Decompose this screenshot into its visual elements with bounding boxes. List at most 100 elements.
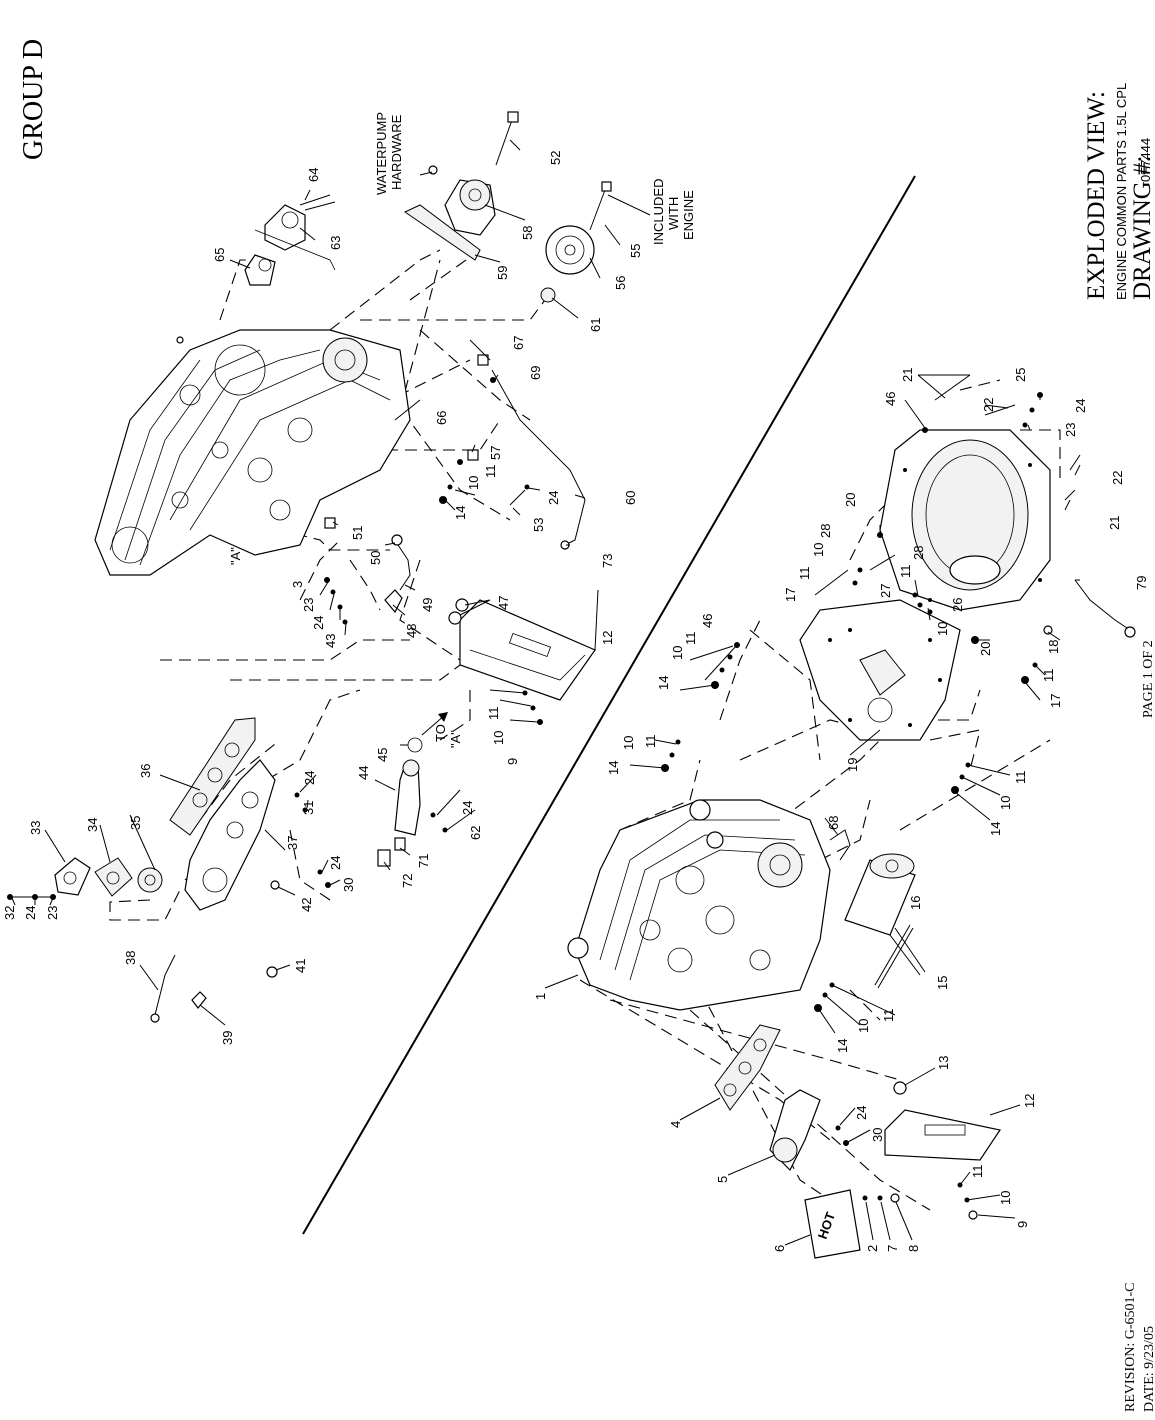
callout-21-b: 21 <box>1107 516 1122 530</box>
exhaust-manifold-5 <box>769 1089 821 1172</box>
bolt-52 <box>495 111 519 166</box>
exploded-view-label: EXPLODED VIEW: <box>1083 91 1110 300</box>
thermostat-housing-33 <box>54 857 91 896</box>
sender-48-49-50 <box>384 534 411 614</box>
callout-10-c: 10 <box>998 796 1013 810</box>
callout-24: 24 <box>23 906 38 920</box>
callout-41: 41 <box>293 959 308 973</box>
callout-56: 56 <box>613 276 628 290</box>
callout-24-d: 24 <box>302 771 317 785</box>
callout-23: 23 <box>45 906 60 920</box>
svg-text:WATERPUMP: WATERPUMP <box>374 112 389 195</box>
misc-hardware-upper <box>266 165 448 978</box>
exploded-view-heading: EXPLODED VIEW: <box>1083 91 1110 300</box>
nut-14-upper <box>439 484 453 504</box>
exploded-view-title: ENGINE COMMON PARTS 1.5L CPL <box>1114 83 1129 300</box>
callout-45: 45 <box>375 748 390 762</box>
svg-text:INCLUDED: INCLUDED <box>651 179 666 245</box>
callout-49: 49 <box>420 598 435 612</box>
callout-42: 42 <box>299 898 314 912</box>
callout-28: 28 <box>818 524 833 538</box>
to-a-note-line1: TO <box>433 724 448 742</box>
callout-36: 36 <box>138 764 153 778</box>
callout-24-lower: 24 <box>854 1106 869 1120</box>
thermostat-35 <box>137 867 163 893</box>
engine-mount-12-upper <box>459 599 596 701</box>
callout-4: 4 <box>668 1121 683 1128</box>
callout-18: 18 <box>1046 640 1061 654</box>
svg-text:HARDWARE: HARDWARE <box>389 114 404 190</box>
callout-11-b: 11 <box>881 1009 896 1023</box>
callout-46: 46 <box>700 614 715 628</box>
callout-24-e: 24 <box>328 856 343 870</box>
callout-21: 21 <box>900 368 915 382</box>
upper-hardware-9-10-11 <box>522 690 543 725</box>
svg-text:WITH: WITH <box>666 197 681 230</box>
lower-hardware-24-30 <box>835 1125 849 1146</box>
callout-11-h: 11 <box>643 735 658 749</box>
callout-48: 48 <box>404 624 419 638</box>
bolt-55 <box>589 181 612 231</box>
crank-pulley-56 <box>545 225 595 275</box>
o-ring-45 <box>407 737 423 753</box>
belt-59 <box>403 204 481 261</box>
heat-shield-6: HOT <box>804 1189 861 1259</box>
callout-26: 26 <box>950 598 965 612</box>
callout-52: 52 <box>548 151 563 165</box>
callout-5: 5 <box>715 1176 730 1183</box>
washer-61 <box>540 287 556 303</box>
group-title: GROUP D <box>18 39 49 160</box>
callout-51: 51 <box>350 526 365 540</box>
callout-20: 20 <box>843 493 858 507</box>
callout-16: 16 <box>908 896 923 910</box>
callout-leader-lines <box>11 139 1081 1246</box>
drawing-label: DRAWING #: <box>1129 155 1155 300</box>
revision-block: REVISION: G-6501-C <box>1123 1283 1138 1413</box>
callout-14: 14 <box>453 506 468 520</box>
sensor-wire-38 <box>150 954 176 1023</box>
callout-47: 47 <box>496 596 511 610</box>
callout-10-h: 10 <box>491 731 506 745</box>
callout-17-b: 17 <box>1048 694 1063 708</box>
waterpump-note-line2: HARDWARE <box>389 114 404 190</box>
included-note-line3: ENGINE <box>681 190 696 240</box>
callout-7: 7 <box>885 1245 900 1252</box>
upper-hardware-23-24-43 <box>324 577 348 625</box>
callout-60: 60 <box>623 491 638 505</box>
callout-9: 9 <box>1015 1221 1030 1228</box>
callout-71: 71 <box>416 854 431 868</box>
callout-22: 22 <box>981 398 996 412</box>
drawing-number: 0F7444 <box>1138 138 1153 182</box>
callout-14-d: 14 <box>656 676 671 690</box>
callout-32: 32 <box>2 906 17 920</box>
bushing-13 <box>893 1081 907 1095</box>
callout-44: 44 <box>356 766 371 780</box>
callout-6: 6 <box>772 1245 787 1252</box>
callout-10-d: 10 <box>935 622 950 636</box>
group-title-block: GROUP D <box>18 39 49 160</box>
callout-37: 37 <box>285 836 300 850</box>
exhaust-manifold-gasket-4 <box>714 1024 781 1111</box>
callout-27: 27 <box>878 584 893 598</box>
callout-57: 57 <box>488 446 503 460</box>
sensor-39 <box>191 991 207 1009</box>
callout-22-b: 22 <box>1110 471 1125 485</box>
callout-73: 73 <box>600 554 615 568</box>
callout-13: 13 <box>936 1056 951 1070</box>
callout-30: 30 <box>341 878 356 892</box>
callout-72: 72 <box>400 874 415 888</box>
exploded-view-title-block: ENGINE COMMON PARTS 1.5L CPL <box>1114 83 1129 300</box>
spacer-65 <box>244 254 276 286</box>
fittings-67-69 <box>477 354 496 383</box>
bell-housing-lower <box>879 429 1051 611</box>
callout-23-c: 23 <box>1063 423 1078 437</box>
callout-39: 39 <box>220 1031 235 1045</box>
callout-11-c: 11 <box>1013 771 1028 785</box>
to-a-note-line2: "A" <box>448 730 463 748</box>
callout-15: 15 <box>935 976 950 990</box>
water-elbow-44 <box>394 759 421 836</box>
callout-17: 17 <box>783 588 798 602</box>
callout-79: 79 <box>1134 576 1149 590</box>
callout-38: 38 <box>123 951 138 965</box>
